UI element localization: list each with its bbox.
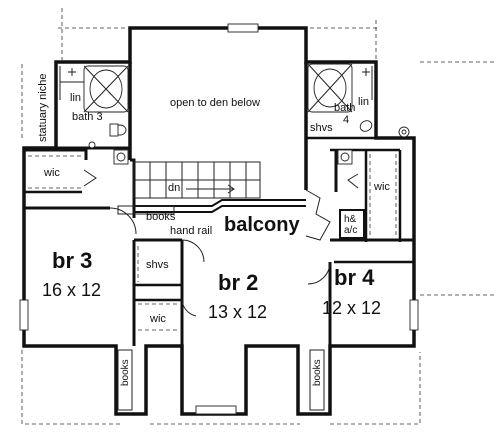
linen-right-label: lin [358, 96, 369, 108]
bath3-fixtures [59, 65, 129, 165]
wic-left-label: wic [43, 167, 60, 179]
hand-rail-label: hand rail [170, 225, 212, 237]
open-to-den-label: open to den below [170, 97, 260, 109]
linen-left-label: lin [70, 92, 81, 104]
bookshelves [117, 205, 325, 411]
bedroom3-size: 16 x 12 [42, 280, 101, 300]
bedroom2-label: br 2 [218, 270, 258, 295]
shaves-top-label: shvs [310, 122, 333, 134]
bath3-label: bath 3 [72, 111, 103, 123]
closet-shelves [28, 154, 397, 331]
hvac-label-top: h& [344, 214, 357, 225]
books-left-label: books [120, 359, 131, 386]
books-top-label: books [146, 211, 176, 223]
stair-down-label: dn [168, 182, 180, 194]
staircase [133, 161, 261, 199]
statuary-niche-label: statuary niche [37, 74, 49, 142]
bath4-label: bath [334, 102, 355, 114]
wic-right-label: wic [373, 181, 390, 193]
balcony-label: balcony [224, 214, 300, 236]
bath4-number-label: 4 [343, 114, 349, 126]
bedroom4-size: 12 x 12 [322, 298, 381, 318]
shaves-mid-label: shvs [146, 259, 169, 271]
doors-and-windows [19, 23, 419, 415]
bedroom4-label: br 4 [334, 265, 375, 290]
roof-outline-dashed [21, 8, 496, 425]
bedroom3-label: br 3 [52, 248, 92, 273]
books-right-label: books [312, 359, 323, 386]
bath4-fixtures [307, 63, 410, 165]
hvac-label-bottom: a/c [344, 225, 357, 236]
wic-mid-label: wic [149, 313, 166, 325]
bedroom2-size: 13 x 12 [208, 302, 267, 322]
